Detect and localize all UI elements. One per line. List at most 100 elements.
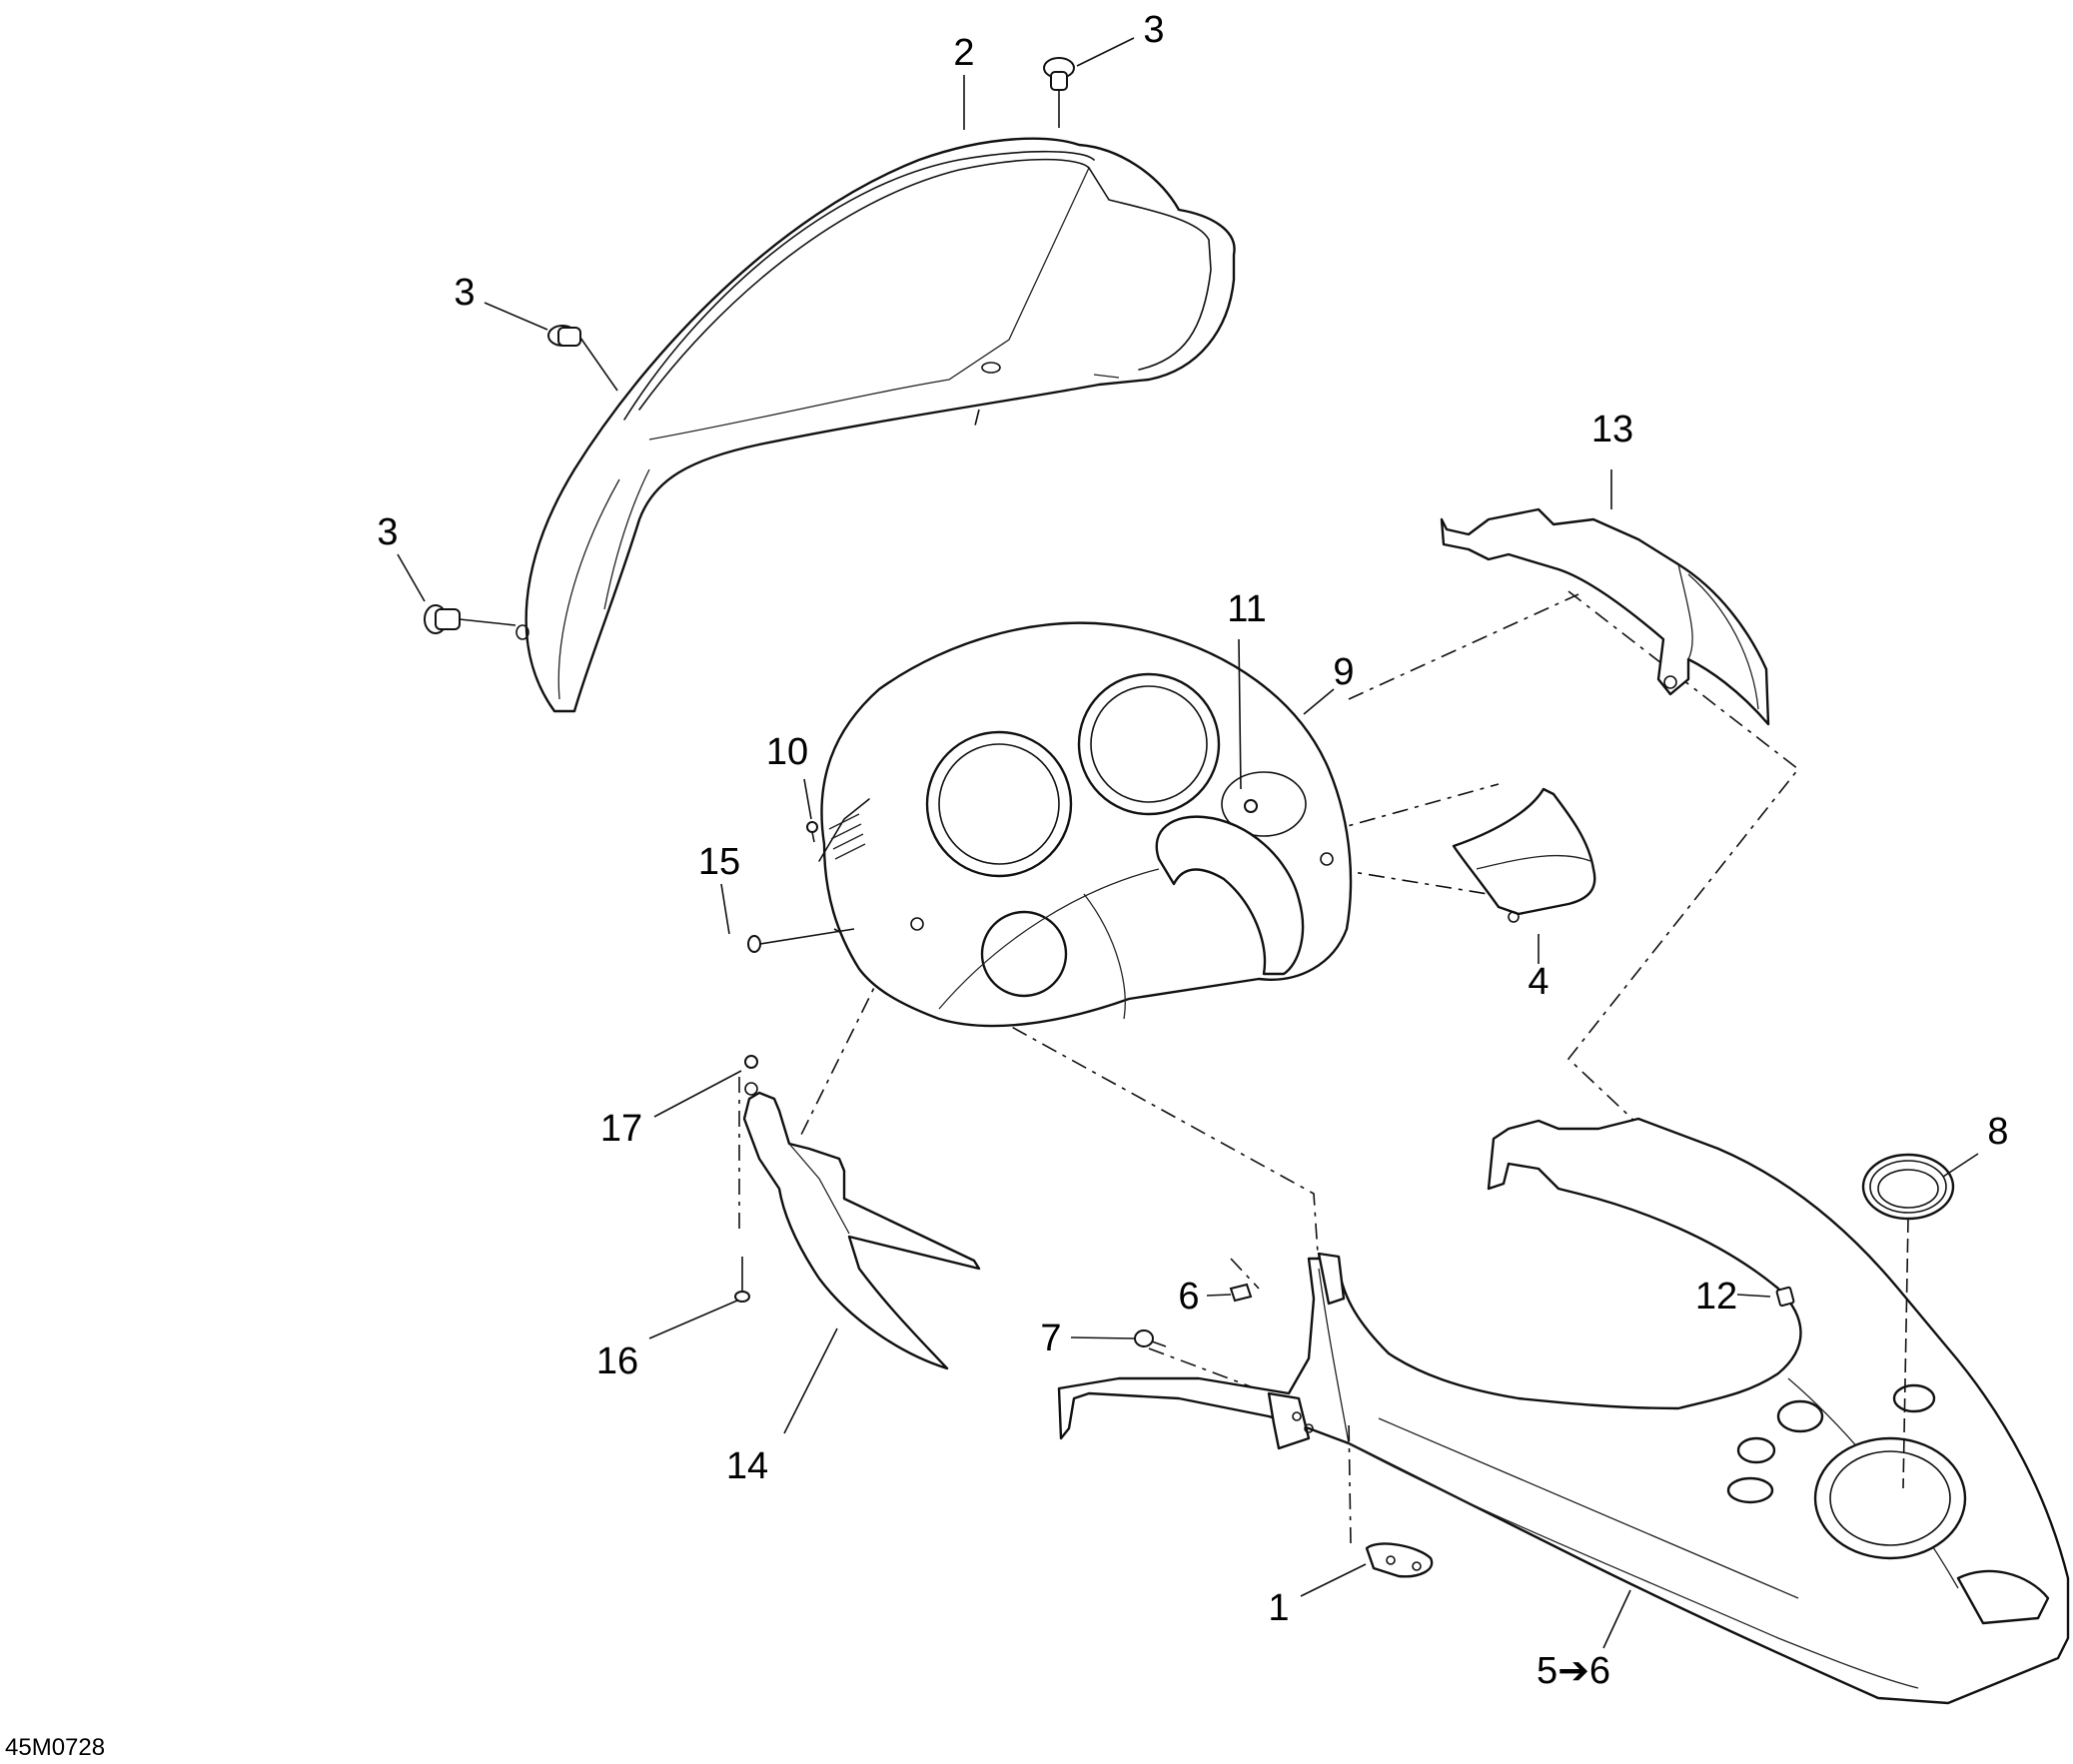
- screw-15: [747, 928, 855, 953]
- visor-upper-edge: [623, 150, 1095, 421]
- callout-13: 13: [1591, 409, 1633, 450]
- assembly-line-console-right-upper: [1348, 593, 1579, 700]
- screw-16: [734, 1257, 750, 1303]
- side-panel-body: [742, 1091, 981, 1370]
- grommet-8: [1861, 1153, 1955, 1489]
- lower-console-body: [1057, 1117, 2070, 1705]
- assembly-line-visor-center: [973, 409, 980, 431]
- upper-right-cover: [1440, 507, 1770, 726]
- windshield-visor: [516, 137, 1236, 713]
- callout-12: 12: [1695, 1276, 1737, 1318]
- base-mount-hole-1: [1292, 1411, 1302, 1421]
- console-lower-rib: [1083, 893, 1126, 1020]
- console-steering-opening: [1155, 815, 1305, 976]
- base-hole-upper: [1776, 1399, 1824, 1433]
- leader-11: [1238, 638, 1242, 790]
- callout-2: 2: [953, 32, 974, 74]
- leader-9: [1303, 688, 1335, 715]
- washer-17: [744, 1055, 758, 1069]
- base-hole-right: [1892, 1383, 1936, 1413]
- callout-3-top: 3: [1143, 9, 1164, 51]
- leader-10: [803, 778, 812, 820]
- leader-1: [1300, 1563, 1367, 1597]
- console-gauge-small: [980, 910, 1068, 998]
- callout-labels: 2 3 3 3 13 11 9 10 15 4 17 16 14 6 7 12 …: [5, 9, 2009, 1761]
- console-center-rib: [938, 868, 1160, 1010]
- side-panel-fold: [788, 1143, 850, 1235]
- nut-12: [1775, 1286, 1795, 1308]
- base-cup-holder-large: [1813, 1436, 1967, 1560]
- rivet-top: [1043, 57, 1075, 128]
- leader-8: [1942, 1153, 1979, 1178]
- rivet-middle: [547, 325, 618, 392]
- visor-left-rib: [603, 468, 650, 610]
- visor-left-inner: [557, 478, 620, 700]
- leader-5to6: [1602, 1589, 1631, 1649]
- base-front-vent: [1956, 1569, 2050, 1625]
- console-gauge-right: [1077, 672, 1221, 816]
- screw-11: [1244, 799, 1258, 813]
- plate-1: [1348, 1417, 1434, 1578]
- base-mount-hole-2: [1304, 1423, 1314, 1433]
- console-outer-shell: [820, 621, 1353, 1028]
- base-hole-lower: [1726, 1476, 1774, 1504]
- callout-17: 17: [600, 1108, 642, 1150]
- console-vent-edge: [818, 798, 870, 862]
- console-mount-hole-right: [1320, 852, 1334, 866]
- visor-side-hole: [516, 624, 529, 640]
- leader-7: [1070, 1336, 1135, 1339]
- callout-3-middle: 3: [454, 272, 475, 314]
- side-panel-14: [742, 1082, 981, 1370]
- leader-14: [783, 1327, 838, 1434]
- leader-3-middle: [484, 302, 548, 331]
- cover-13-body: [1440, 507, 1770, 726]
- clip-6: [1229, 1283, 1253, 1303]
- callout-9: 9: [1333, 651, 1354, 693]
- gauge-console: [818, 621, 1353, 1028]
- console-gauge-left-inner: [938, 743, 1060, 865]
- leader-17: [653, 1070, 742, 1118]
- callout-16: 16: [596, 1340, 638, 1382]
- base-lower-crease: [1348, 1442, 1919, 1689]
- cover-4-body: [1452, 787, 1596, 916]
- base-front-edge: [1318, 1268, 1350, 1444]
- rivets-3: [424, 57, 1075, 634]
- cover-4-edge: [1476, 854, 1591, 870]
- leader-3-top: [1076, 37, 1135, 67]
- callout-7: 7: [1040, 1318, 1061, 1359]
- base-hole-mid: [1736, 1436, 1776, 1464]
- visor-fold-line: [648, 167, 1090, 441]
- callout-11: 11: [1227, 588, 1266, 630]
- cover-13-hole: [1663, 675, 1677, 689]
- leader-15: [720, 883, 730, 935]
- assembly-line-cover-4: [1346, 870, 1520, 900]
- visor-outline: [524, 137, 1236, 713]
- callout-6: 6: [1178, 1276, 1199, 1318]
- visor-tab: [1093, 374, 1120, 379]
- screw-7: [1134, 1329, 1167, 1347]
- visor-inner-edge: [638, 158, 1212, 411]
- callout-5-to-6: 5➔6: [1537, 1650, 1610, 1692]
- callout-4: 4: [1528, 961, 1549, 1003]
- figure-reference-code: 45M0728: [5, 1734, 105, 1761]
- leader-3-lower: [397, 553, 426, 602]
- console-gauge-right-inner: [1090, 685, 1208, 803]
- leader-16: [648, 1300, 738, 1339]
- console-display-boss: [1221, 771, 1307, 837]
- side-panel-clip-17: [744, 1082, 758, 1096]
- callout-leaders: [397, 37, 1979, 1649]
- small-cover-4: [1452, 787, 1596, 923]
- console-mount-hole-left: [910, 917, 924, 931]
- leader-12: [1736, 1294, 1771, 1298]
- cover-13-edge: [1687, 573, 1759, 710]
- rivet-lower: [424, 604, 517, 634]
- cover-13-fold: [1677, 563, 1693, 660]
- base-body-outline: [1057, 1117, 2070, 1705]
- cover-4-hole: [1508, 911, 1520, 923]
- callout-8: 8: [1987, 1111, 2008, 1153]
- console-gauge-left: [925, 730, 1073, 878]
- console-vent-slats: [828, 813, 866, 860]
- callout-1: 1: [1268, 1587, 1289, 1629]
